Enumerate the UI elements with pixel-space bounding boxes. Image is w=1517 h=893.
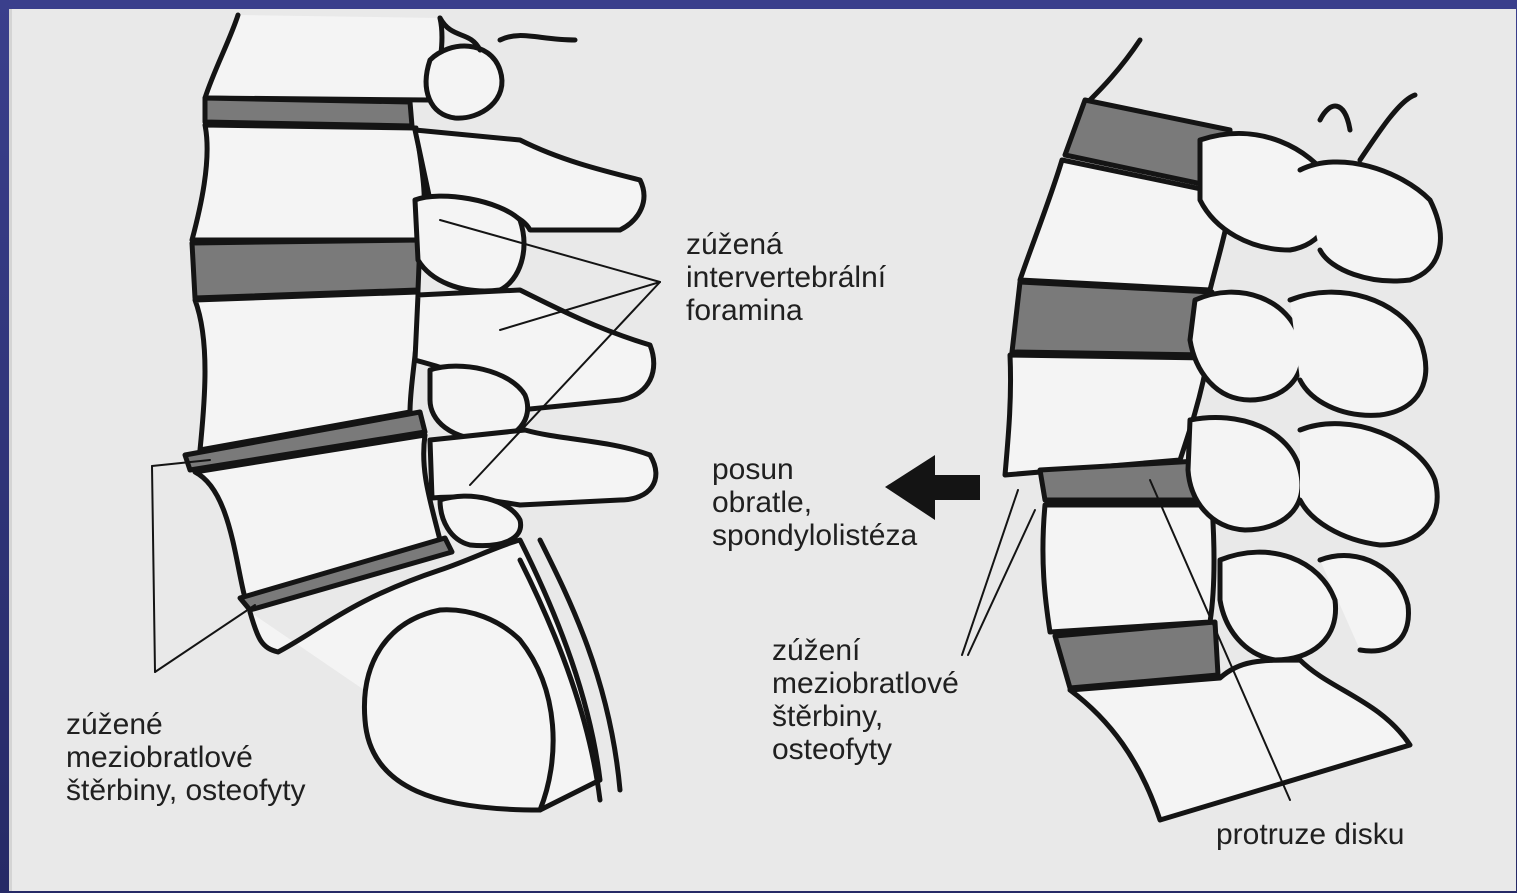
label-narrowed-right-line-4: osteofyty: [772, 733, 959, 766]
left-vertebra-top: [205, 15, 442, 100]
label-foramina: zúžená intervertebrální foramina: [686, 228, 886, 327]
label-listhesis-line-1: posun: [712, 453, 917, 486]
label-narrowed-right: zúžení meziobratlové štěrbiny, osteofyty: [772, 634, 959, 766]
right-facet-3: [1188, 417, 1302, 530]
left-disc-2: [192, 240, 420, 298]
right-vertebra-2: [1005, 355, 1208, 475]
left-spine: [152, 15, 660, 810]
label-narrowed-left-line-2: meziobratlové: [66, 741, 306, 774]
label-narrowed-left: zúžené meziobratlové štěrbiny, osteofyty: [66, 708, 306, 807]
label-protrusion: protruze disku: [1216, 818, 1404, 851]
label-narrowed-left-line-1: zúžené: [66, 708, 306, 741]
label-listhesis-line-3: spondylolistéza: [712, 519, 917, 552]
label-narrowed-right-line-3: štěrbiny,: [772, 700, 959, 733]
left-disc-1: [205, 98, 412, 126]
left-facet-1: [426, 46, 502, 118]
right-disc-2: [1012, 282, 1212, 355]
label-listhesis-line-2: obratle,: [712, 486, 917, 519]
right-spine: [962, 40, 1440, 820]
right-process-2: [1290, 292, 1426, 415]
right-facet-4: [1220, 552, 1336, 660]
label-narrowed-right-line-2: meziobratlové: [772, 667, 959, 700]
label-foramina-line-1: zúžená: [686, 228, 886, 261]
label-narrowed-right-line-1: zúžení: [772, 634, 959, 667]
label-protrusion-text: protruze disku: [1216, 818, 1404, 851]
left-facet-2: [415, 196, 524, 291]
right-process-1: [1300, 162, 1440, 281]
left-vertebra-1: [192, 125, 424, 240]
label-foramina-line-2: intervertebrální: [686, 261, 886, 294]
label-foramina-line-3: foramina: [686, 294, 886, 327]
label-narrowed-left-line-3: štěrbiny, osteofyty: [66, 774, 306, 807]
right-facet-2: [1190, 292, 1302, 400]
right-process-3: [1300, 424, 1437, 545]
label-listhesis: posun obratle, spondylolistéza: [712, 453, 917, 552]
